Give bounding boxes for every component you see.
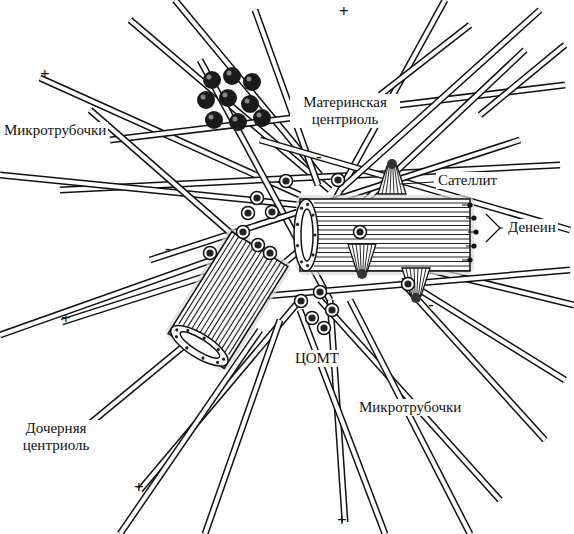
polarity-sign: - bbox=[428, 296, 434, 313]
structure-label: ЦОМТ bbox=[293, 350, 341, 367]
granule bbox=[203, 71, 221, 89]
granule bbox=[219, 89, 237, 107]
microtubule-lumen bbox=[420, 290, 565, 380]
mtoc-granule bbox=[242, 207, 255, 220]
satellite bbox=[348, 244, 376, 279]
microtubule bbox=[320, 300, 500, 500]
structure-label: Денеин bbox=[506, 219, 558, 236]
mtoc-granule bbox=[264, 247, 277, 260]
structure-label: Микротрубочки bbox=[357, 399, 463, 416]
polarity-sign: + bbox=[337, 512, 347, 529]
granule bbox=[223, 67, 241, 85]
microtubule bbox=[420, 290, 565, 380]
leader-line bbox=[400, 182, 434, 184]
mtoc-granule bbox=[332, 174, 345, 187]
microtubule bbox=[350, 300, 470, 534]
mother-centriole bbox=[294, 195, 474, 275]
polarity-sign: + bbox=[339, 3, 349, 20]
microtubule-lumen bbox=[320, 300, 500, 500]
mtoc-granule bbox=[252, 239, 265, 252]
microtubule bbox=[300, 50, 525, 262]
mtoc-granule bbox=[318, 322, 331, 335]
mtoc-granule bbox=[280, 175, 293, 188]
mtoc-granule bbox=[354, 226, 367, 239]
microtubule bbox=[120, 330, 260, 534]
mtoc-granule bbox=[204, 247, 217, 260]
granule bbox=[229, 113, 247, 131]
microtubule bbox=[400, 280, 545, 440]
polarity-sign: + bbox=[61, 310, 71, 327]
mtoc-granule bbox=[251, 192, 264, 205]
mtoc-granule bbox=[266, 206, 279, 219]
mtoc-granule bbox=[295, 295, 308, 308]
mtoc-granule bbox=[326, 304, 339, 317]
microtubule-lumen bbox=[300, 50, 525, 262]
granule bbox=[253, 109, 271, 127]
polarity-sign: - bbox=[316, 148, 322, 165]
microtubule bbox=[110, 85, 565, 140]
microtubule bbox=[70, 250, 300, 440]
dynein-bracket bbox=[486, 214, 500, 242]
microtubule bbox=[0, 175, 300, 205]
microtubule-lumen bbox=[120, 330, 260, 534]
leader-line bbox=[500, 228, 503, 229]
microtubule-lumen bbox=[0, 175, 300, 205]
dynein bbox=[471, 215, 476, 220]
polarity-sign: - bbox=[165, 240, 171, 257]
dynein bbox=[467, 257, 472, 262]
structure-label: Микротрубочки bbox=[2, 122, 108, 139]
granule bbox=[205, 111, 223, 129]
daughter-centriole bbox=[162, 226, 294, 375]
microtubule-lumen bbox=[350, 300, 470, 534]
satellite bbox=[378, 159, 406, 194]
structure-label: Сателлит bbox=[436, 172, 499, 189]
microtubule-lumen bbox=[400, 280, 545, 440]
satellite bbox=[402, 268, 430, 303]
granule bbox=[197, 91, 215, 109]
mtoc-granule bbox=[306, 312, 319, 325]
dynein bbox=[473, 229, 478, 234]
microtubule-lumen bbox=[110, 85, 565, 140]
mtoc-granule bbox=[237, 226, 250, 239]
dynein bbox=[467, 202, 472, 207]
structure-label: Дочерняя центриоль bbox=[4, 420, 108, 454]
mtoc-granule bbox=[402, 278, 415, 291]
granule bbox=[241, 95, 259, 113]
polarity-sign: + bbox=[134, 479, 144, 496]
polarity-sign: + bbox=[40, 66, 50, 83]
microtubule-lumen bbox=[70, 250, 300, 440]
dynein bbox=[471, 243, 476, 248]
mtoc-granule bbox=[314, 286, 327, 299]
microtubule bbox=[90, 110, 250, 250]
structure-label: Материнская центриоль bbox=[290, 94, 400, 128]
granule bbox=[243, 73, 261, 91]
microtubule-lumen bbox=[90, 110, 250, 250]
